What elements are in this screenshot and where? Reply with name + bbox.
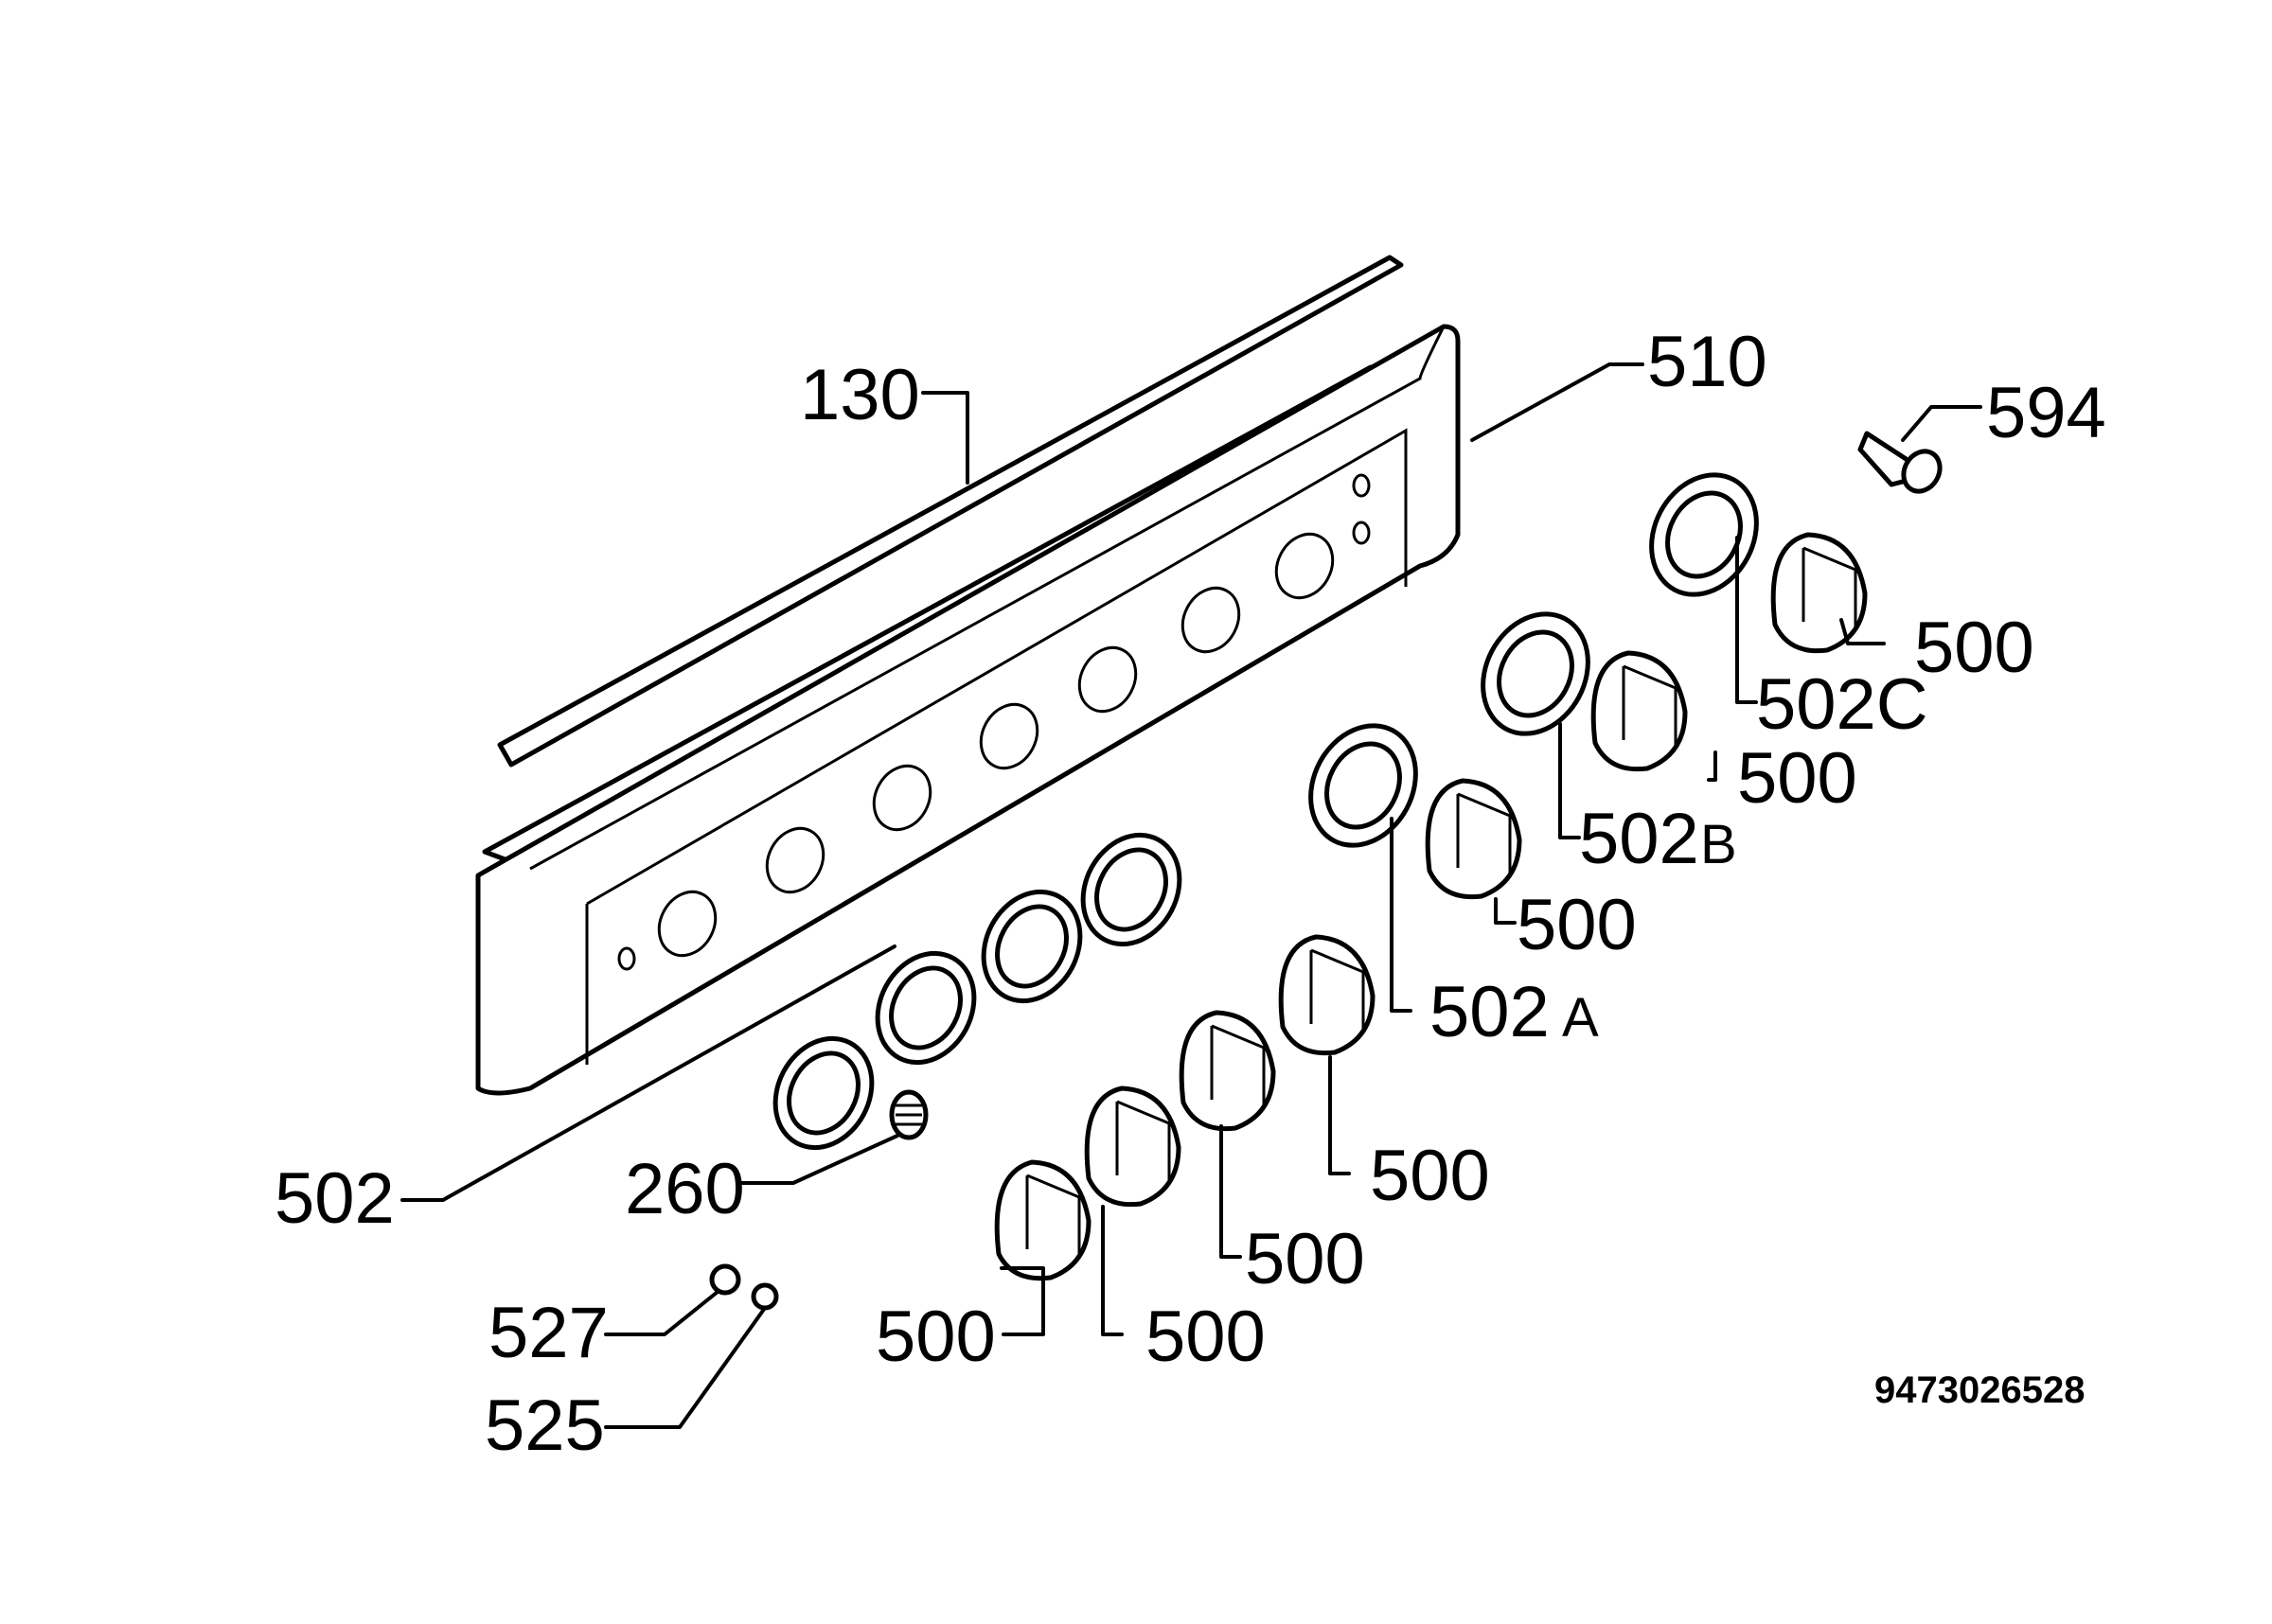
small-pins xyxy=(709,1263,779,1311)
label-594: 594 xyxy=(1986,373,2106,453)
label-502-ring-a-suffix: A xyxy=(1562,987,1599,1049)
spring-part xyxy=(889,1089,929,1140)
label-502-lower: 502 xyxy=(275,1158,395,1239)
label-527: 527 xyxy=(488,1293,609,1373)
label-500-knob-5: 500 xyxy=(1517,885,1637,965)
label-500-knob-6: 500 xyxy=(1737,738,1857,819)
label-500-knob-7: 500 xyxy=(1914,608,2034,688)
document-number: 9473026528 xyxy=(1874,1369,2085,1411)
label-502c: 502C xyxy=(1756,664,1928,745)
label-502-ring-a: 502 xyxy=(1429,972,1550,1052)
label-502-ring-b-suffix: B xyxy=(1700,814,1737,875)
gasket-strip xyxy=(497,255,1404,768)
label-510: 510 xyxy=(1647,322,1767,402)
leader-lines xyxy=(400,362,1982,1429)
indicator-lamp xyxy=(1857,431,1943,494)
label-500-knob-1: 500 xyxy=(876,1297,996,1377)
knob-rings-lower xyxy=(772,832,1182,1151)
knob-rings-upper xyxy=(1308,472,1759,848)
label-130: 130 xyxy=(800,355,920,435)
label-500-knob-4: 500 xyxy=(1370,1136,1490,1216)
label-500-knob-3: 500 xyxy=(1245,1219,1365,1299)
label-260: 260 xyxy=(625,1149,745,1229)
label-500-knob-2: 500 xyxy=(1145,1297,1266,1377)
label-525: 525 xyxy=(485,1386,605,1466)
part-labels: 130 510 502 260 527 525 594 502 A 502 B … xyxy=(275,322,2106,1466)
control-panel xyxy=(475,324,1461,1096)
label-502-ring-b: 502 xyxy=(1579,799,1699,879)
